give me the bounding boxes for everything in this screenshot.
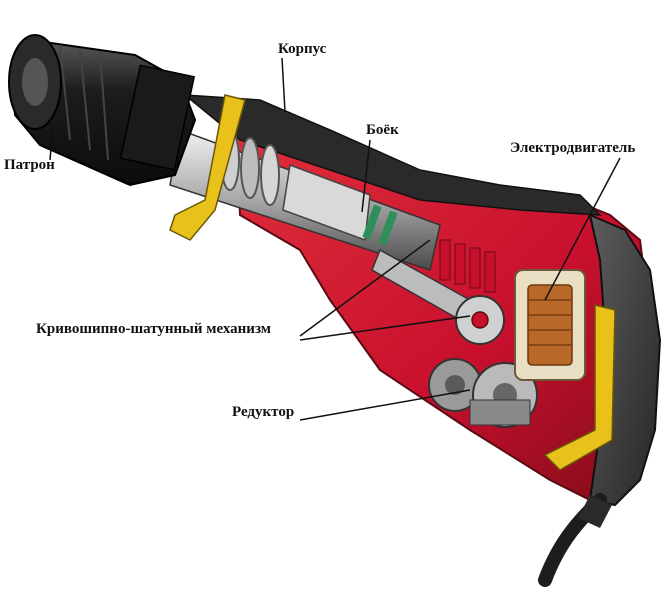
striker-ring-green-2 (378, 210, 398, 246)
red-fins (439, 239, 496, 293)
rear-yellow-frame (543, 304, 616, 471)
label-crank: Кривошипно-шатунный механизм (36, 321, 271, 337)
crank-pin (471, 311, 489, 329)
striker (282, 163, 371, 242)
front-yellow-frame (169, 94, 246, 241)
label-patron: Патрон (4, 157, 55, 173)
electric-motor (514, 269, 586, 381)
label-korpus: Корпус (278, 41, 327, 57)
striker-ring-green (362, 204, 382, 240)
chuck (8, 34, 197, 187)
label-boek: Боёк (366, 122, 399, 138)
label-reductor: Редуктор (232, 404, 295, 420)
label-motor: Электродвигатель (510, 140, 636, 156)
upper-housing (182, 94, 602, 216)
cable-sleeve (578, 495, 612, 528)
leader-lines (49, 57, 621, 421)
